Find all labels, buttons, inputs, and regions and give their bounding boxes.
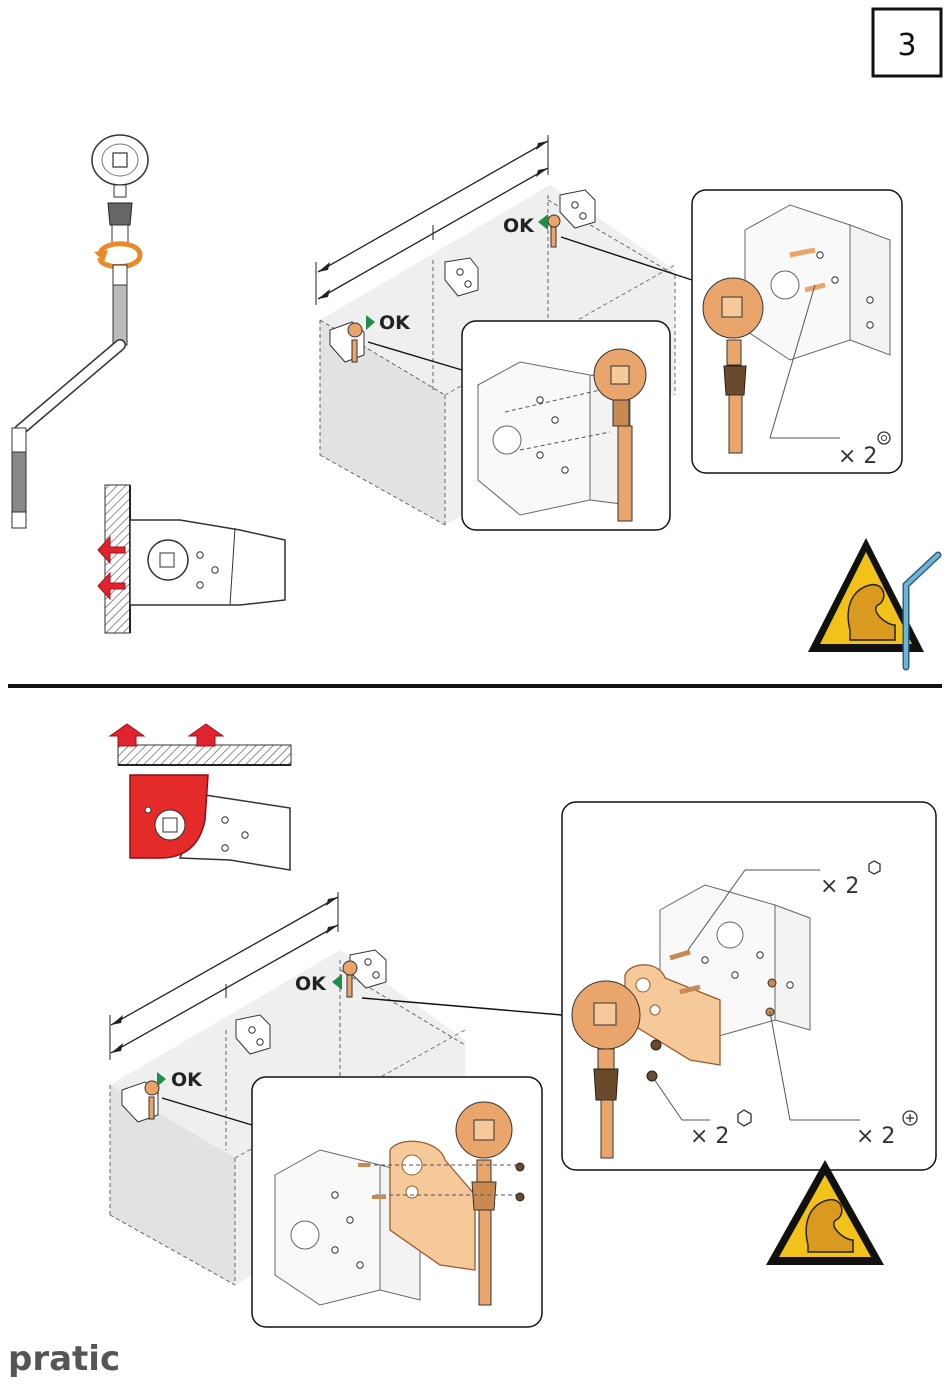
detail-panel-adapter-plate [252, 1077, 542, 1327]
ok-label: OK [171, 1069, 203, 1091]
detail-panel-bracket-front [462, 321, 670, 530]
phillips-screw-icon [903, 1111, 917, 1125]
detail-panel-plate-fasteners: × 2 × 2 × 2 [562, 802, 936, 1170]
push-arrow-icon [189, 724, 223, 746]
strength-warning-icon [766, 1160, 884, 1265]
quantity-label: × 2 [838, 444, 877, 469]
quantity-label: × 2 [690, 1124, 729, 1149]
ok-label: OK [295, 973, 327, 995]
step-number: 3 [897, 28, 916, 63]
quantity-label: × 2 [856, 1124, 895, 1149]
wall-mount-detail [98, 485, 285, 633]
ceiling-mount-detail [110, 724, 291, 870]
crank-handle-illustration [12, 135, 148, 528]
brand-logo: pratic [8, 1339, 120, 1379]
hex-nut-icon [738, 1110, 751, 1126]
push-arrow-icon [110, 724, 144, 746]
detail-panel-bracket-screws: × 2 [692, 190, 902, 473]
quantity-label: × 2 [820, 874, 859, 899]
hex-nut-icon [869, 861, 880, 874]
step-number-box: 3 [873, 9, 941, 76]
ok-label: OK [503, 215, 535, 237]
washer-icon [878, 432, 890, 444]
ok-label: OK [379, 312, 411, 334]
